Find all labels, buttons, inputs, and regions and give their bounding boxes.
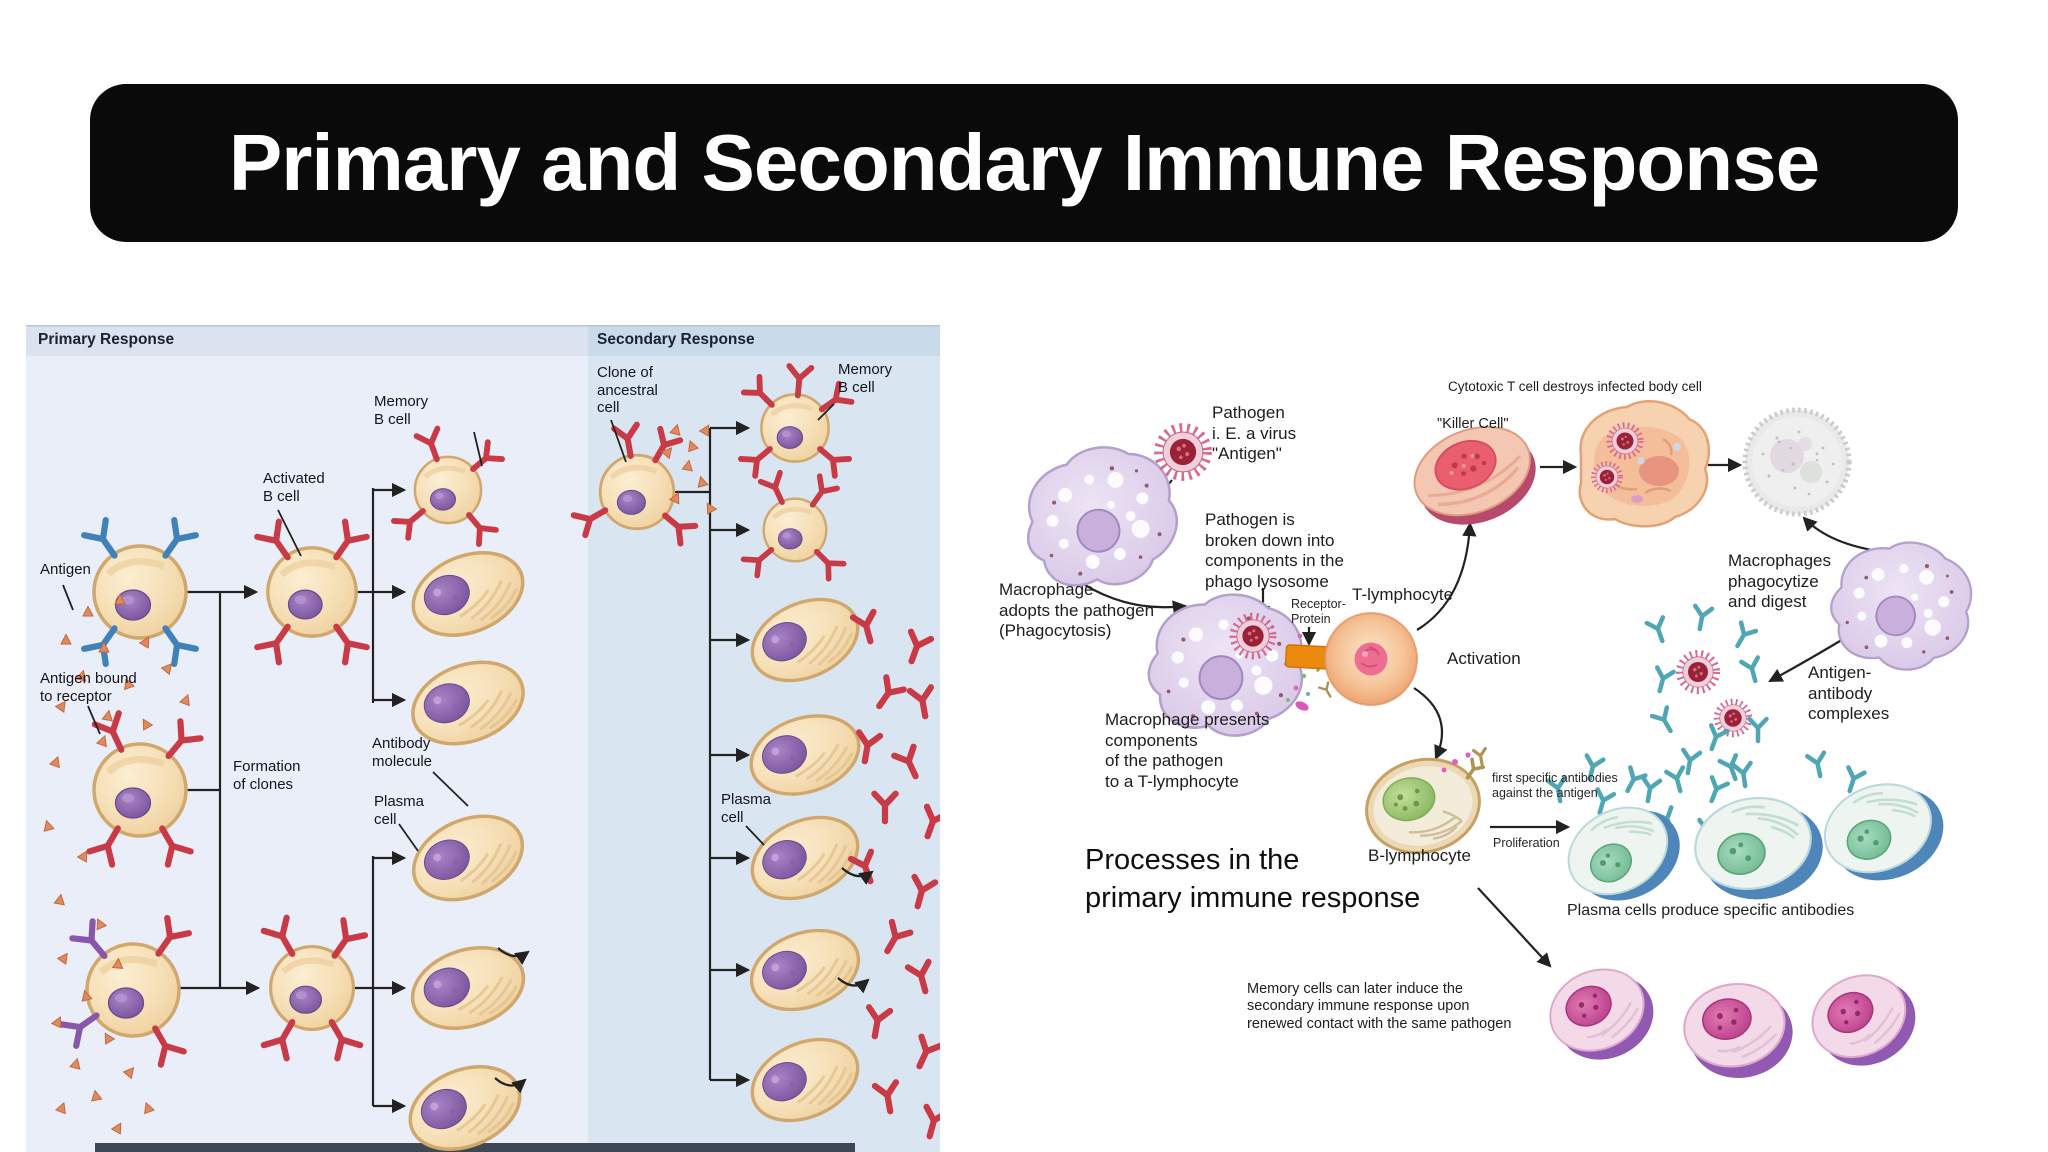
macrophage-icon xyxy=(1820,527,1984,683)
infected-body-cell-icon xyxy=(1578,399,1711,528)
dying-cell-icon xyxy=(1742,407,1852,517)
memory-b-cell-label: Memory B cell xyxy=(374,393,429,428)
activation-label: Activation xyxy=(1447,649,1521,668)
clone-ancestral-label: Clone of ancestral cell xyxy=(597,364,658,417)
b-lymphocyte-label: B-lymphocyte xyxy=(1368,846,1471,865)
t-lymphocyte-label: T-lymphocyte xyxy=(1352,585,1454,604)
figure-bottom-bar xyxy=(95,1143,855,1152)
pathogen-broken-label: Pathogen is broken down into components … xyxy=(1205,510,1344,592)
antibody-molecule-label: Antibody molecule xyxy=(372,735,433,770)
title-banner: Primary and Secondary Immune Response xyxy=(90,84,1958,242)
memory-cell-icon xyxy=(1676,973,1801,1089)
plasma-cell-label: Plasma cell xyxy=(374,793,425,828)
memory-induce-label: Memory cells can later induce the second… xyxy=(1247,981,1512,1032)
primary-response-header: Primary Response xyxy=(38,331,175,348)
activated-b-cell-icon xyxy=(271,947,354,1030)
macrophage-presents-label: Macrophage presents components of the pa… xyxy=(1105,710,1270,792)
b-lymphocyte-icon xyxy=(1365,757,1481,855)
virus-icon xyxy=(1717,702,1749,734)
b-cell-surface-antibody xyxy=(1441,746,1490,784)
plasma-produce-label: Plasma cells produce specific antibodies xyxy=(1567,902,1855,919)
proliferation-label: Proliferation xyxy=(1493,836,1560,850)
activated-b-cell-icon xyxy=(268,548,356,636)
ancestral-clone-cell-icon xyxy=(600,455,674,529)
virus-icon xyxy=(1159,428,1207,476)
processes-title: Processes in the primary immune response xyxy=(1085,844,1421,915)
naive-b-cell-icon xyxy=(94,546,186,638)
antibody-complex-scatter xyxy=(1647,606,1767,782)
formation-clones-label: Formation of clones xyxy=(233,758,301,793)
cytotoxic-label: Cytotoxic T cell destroys infected body … xyxy=(1448,379,1702,394)
antigen-antibody-complexes-label: Antigen- antibody complexes xyxy=(1808,663,1890,724)
plasma-cell-label: Plasma cell xyxy=(721,791,772,826)
antibody-secretion-arrows xyxy=(494,867,874,1094)
memory-cell-icon xyxy=(1535,951,1669,1078)
activated-b-cell-label: Activated B cell xyxy=(263,470,325,505)
left-panel-graphic xyxy=(26,325,940,1152)
virus-icon xyxy=(1680,654,1717,691)
antigen-label: Antigen xyxy=(40,561,91,578)
killer-cell-label: "Killer Cell" xyxy=(1437,416,1509,432)
clone-lineage-arrows xyxy=(178,420,751,1114)
secondary-response-header: Secondary Response xyxy=(597,331,755,348)
plasma-cell-icon xyxy=(1685,783,1834,913)
label-pointers xyxy=(62,403,835,852)
antigen-bound-b-cell-icon xyxy=(87,944,179,1036)
plasma-cell-icon xyxy=(1810,764,1959,900)
antigen-bound-label: Antigen bound to receptor xyxy=(40,670,137,705)
macrophage-adopts-label: Macrophage adopts the pathogen (Phagocyt… xyxy=(999,580,1155,641)
receptor-protein-label: Receptor- Protein xyxy=(1291,597,1346,626)
t-lymphocyte-icon xyxy=(1324,612,1418,706)
memory-cell-icon xyxy=(1797,956,1932,1085)
macrophages-digest-label: Macrophages phagocytize and digest xyxy=(1728,551,1832,612)
antigen-bound-b-cell-icon xyxy=(94,744,186,836)
killer-t-cell-icon xyxy=(1413,425,1536,525)
memory-b-cell-label: Memory B cell xyxy=(838,361,893,396)
pathogen-label: Pathogen i. E. a virus "Antigen" xyxy=(1212,403,1297,464)
right-panel-graphic xyxy=(1015,399,1984,1089)
first-antibodies-label: first specific antibodies against the an… xyxy=(1492,771,1618,800)
page-title: Primary and Secondary Immune Response xyxy=(228,118,1820,207)
macrophage-icon xyxy=(1015,436,1186,597)
